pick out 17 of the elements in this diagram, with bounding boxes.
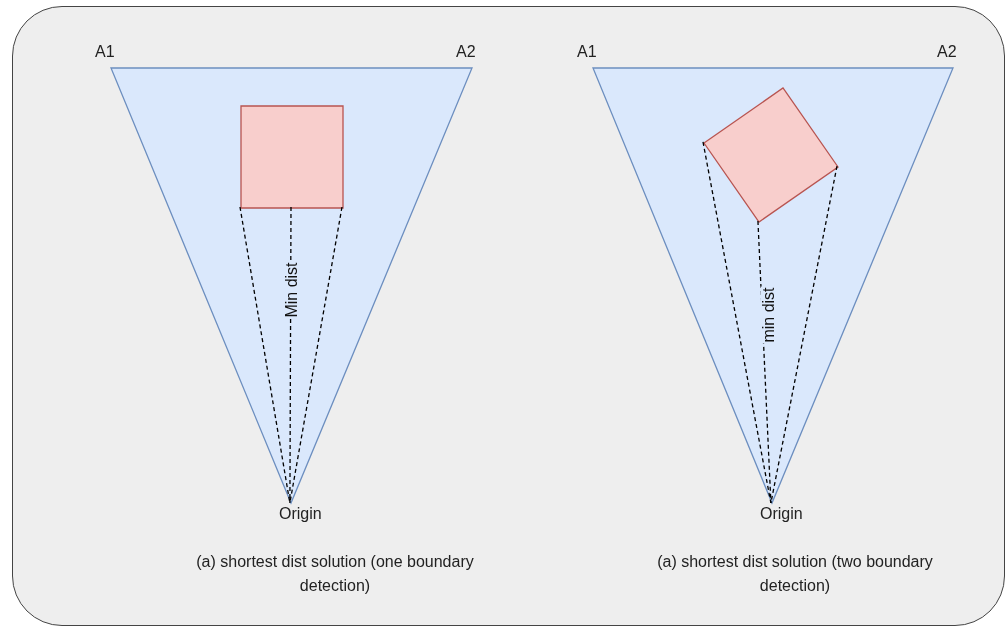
dashed-line [289, 206, 343, 504]
caption: (a) shortest dist solution (two boundary detection) [656, 552, 934, 596]
obstacle-square [241, 106, 343, 208]
edge-label: min dist [760, 286, 777, 344]
panel-background [12, 6, 1005, 626]
view-cone [593, 68, 953, 503]
dashed-line [239, 206, 291, 504]
edge-label: Min dist [283, 261, 300, 319]
dashed-line [702, 141, 772, 504]
origin-label: Origin [279, 504, 349, 526]
vertex-label: A2 [937, 42, 958, 62]
origin-label: Origin [760, 504, 830, 526]
view-cone [111, 68, 472, 503]
caption: (a) shortest dist solution (one boundary detection) [195, 552, 475, 596]
vertex-label: A1 [577, 42, 598, 62]
vertex-label: A2 [456, 42, 477, 62]
vertex-label: A1 [95, 42, 116, 62]
